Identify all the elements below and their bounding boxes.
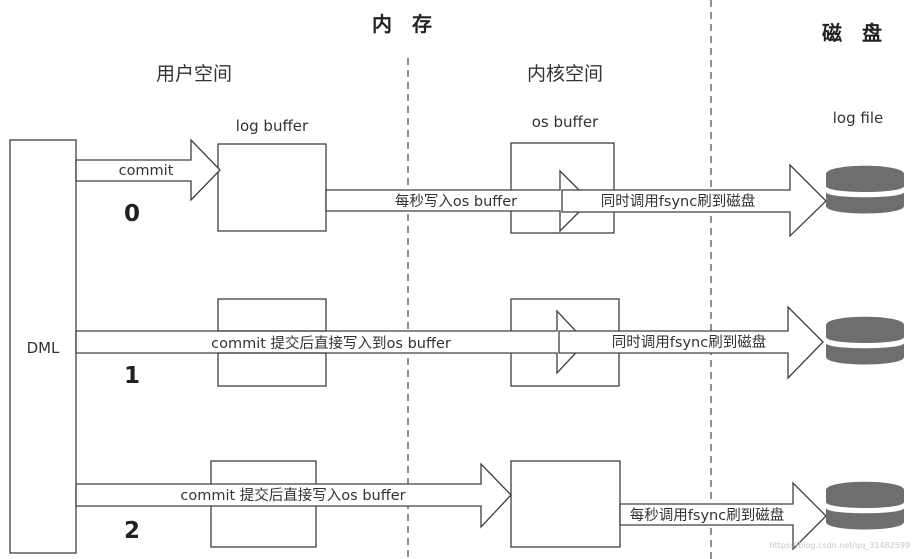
- row-0: commit 每秒写入os buffer 同时调用fsync刷到磁盘 0: [75, 138, 827, 238]
- dml-box: [9, 139, 77, 554]
- write-label-2: commit 提交后直接写入os buffer: [180, 486, 405, 504]
- write-arrow-0: [325, 169, 591, 233]
- disk-header: 磁 盘: [822, 21, 882, 45]
- log-buffer-label: log buffer: [236, 117, 309, 135]
- disk-icon: [826, 165, 904, 214]
- watermark: https://blog.csdn.net/qq_31482599: [770, 541, 910, 550]
- write-label-1: commit 提交后直接写入到os buffer: [211, 334, 451, 352]
- dml-label: DML: [27, 339, 60, 357]
- log-buffer-box-0: [217, 143, 327, 232]
- disk-icon: [826, 316, 904, 365]
- row-1: commit 提交后直接写入到os buffer 同时调用fsync刷到磁盘 1: [75, 298, 824, 389]
- row-number-0: 0: [124, 201, 140, 227]
- commit-arrow-0: [75, 138, 221, 202]
- kernel-space-label: 内核空间: [527, 63, 603, 85]
- os-buffer-label: os buffer: [532, 113, 599, 131]
- fsync-arrow-2: [619, 481, 827, 551]
- disk-icon: [826, 481, 904, 530]
- log-file-label: log file: [833, 109, 883, 127]
- os-buffer-box-2: [510, 460, 621, 548]
- fsync-arrow-1: [558, 305, 824, 380]
- write-arrow-1: [75, 309, 587, 375]
- user-space-label: 用户空间: [156, 63, 232, 85]
- write-label-0: 每秒写入os buffer: [395, 193, 517, 210]
- row-number-1: 1: [124, 363, 140, 389]
- row-number-2: 2: [124, 518, 140, 544]
- fsync-label-2: 每秒调用fsync刷到磁盘: [630, 506, 784, 524]
- fsync-arrow-0: [561, 163, 827, 238]
- fsync-label-0: 同时调用fsync刷到磁盘: [601, 192, 755, 210]
- fsync-label-1: 同时调用fsync刷到磁盘: [612, 333, 766, 351]
- write-arrow-2: [75, 462, 512, 529]
- commit-label-0: commit: [119, 163, 174, 179]
- row-2: commit 提交后直接写入os buffer 每秒调用fsync刷到磁盘 2: [75, 460, 827, 551]
- memory-header: 内 存: [372, 12, 432, 36]
